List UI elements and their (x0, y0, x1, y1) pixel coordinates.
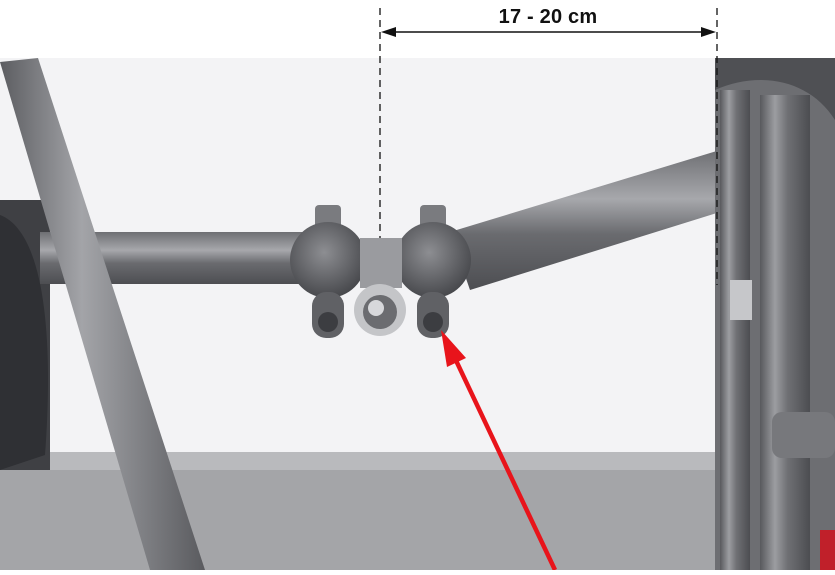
right-frame-post-2 (760, 95, 810, 570)
right-clamp (395, 205, 471, 338)
red-arrow-icon (441, 330, 558, 571)
dimension-label: 17 - 20 cm (498, 6, 598, 28)
right-frame-post (720, 90, 750, 570)
right-frame-top (715, 58, 835, 120)
side-handle (772, 412, 835, 458)
red-part (820, 530, 835, 570)
left-post-shadow (0, 215, 48, 470)
diagonal-tube (0, 58, 205, 570)
angled-tube (450, 150, 720, 290)
frame-bracket (730, 280, 752, 320)
left-clamp (290, 205, 366, 338)
floor-edge (0, 452, 835, 472)
dimension-arrow (381, 27, 716, 37)
center-sleeve (354, 238, 406, 336)
